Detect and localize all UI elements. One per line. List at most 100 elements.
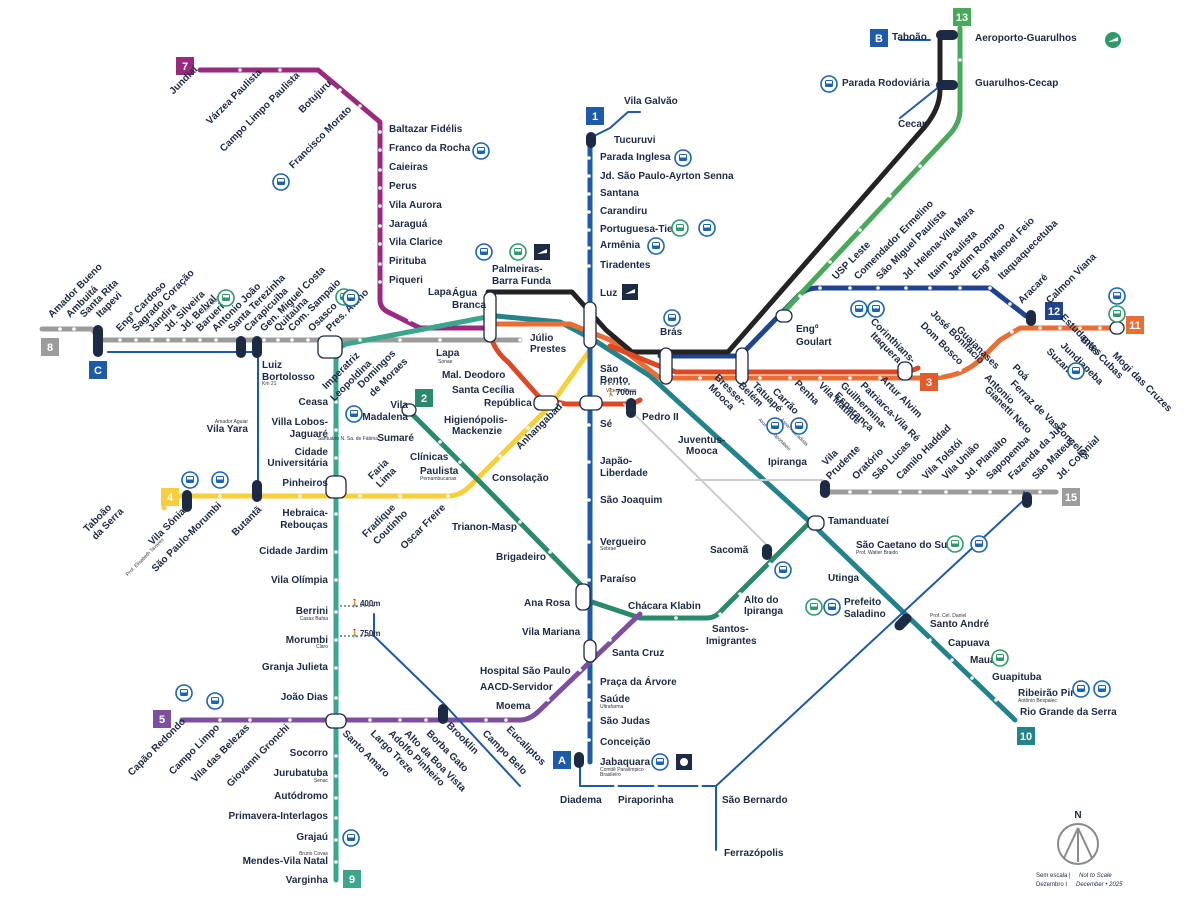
station-label: Higienópolis- — [444, 415, 507, 426]
station-label: Lapa — [436, 348, 460, 359]
bus-icon — [342, 829, 360, 847]
station-label: Paraíso — [600, 574, 636, 585]
bus-icon — [345, 405, 363, 423]
station-label: Trianon-Masp — [452, 522, 517, 533]
bus-icon — [475, 243, 493, 261]
station-label: Perus — [389, 181, 417, 192]
station-label: Taboão — [892, 32, 927, 43]
station-label: Cidade Jardim — [259, 546, 328, 557]
station-label: Guapituba — [992, 672, 1042, 683]
line-badge-9: 9 — [343, 870, 361, 888]
transfer-markers — [93, 30, 1036, 768]
station-label: Tucuruvi — [614, 135, 656, 146]
station-label: Primavera-Interlagos — [229, 811, 329, 822]
station-sublabel: Amador Aguiar — [215, 419, 248, 425]
station-sublabel: Sonae — [438, 359, 453, 365]
bus-icon — [272, 173, 290, 191]
station-label: Rio Grande da Serra — [1020, 707, 1117, 718]
scale-note-en: Not to Scale — [1079, 873, 1112, 879]
station-label: Cecap — [898, 119, 928, 130]
bus-icon — [651, 753, 669, 771]
line-grey-link — [623, 403, 823, 551]
station-label: Piraporinha — [618, 795, 674, 806]
bus-icon — [766, 417, 784, 435]
station-label: Júlio — [530, 333, 553, 344]
station-label: Tiradentes — [600, 260, 651, 271]
station-label: Chácara Klabin — [628, 601, 701, 612]
station-label: São Caetano do Sul — [856, 540, 950, 551]
bus-icon — [472, 142, 490, 160]
station-label: São Joaquim — [600, 495, 662, 506]
station-label: Aeroporto-Guarulhos — [975, 33, 1077, 44]
station-label: Granja Julieta — [262, 662, 329, 673]
north-label: N — [1074, 810, 1081, 821]
station-label: Ipiranga — [744, 606, 783, 617]
station-label: Calmon Viana — [1044, 251, 1099, 306]
interchange-capsules — [317, 291, 1125, 729]
date-note-en: December • 2025 — [1076, 882, 1123, 888]
station-label: Berrini — [296, 606, 328, 617]
station-label: Sé — [600, 419, 613, 430]
station-label: Socorro — [290, 748, 328, 759]
station-label: São Bernardo — [722, 795, 788, 806]
station-label: Parada Inglesa — [600, 152, 671, 163]
station-label: Universitária — [267, 458, 328, 469]
station-label: Campo Limpo Paulista — [218, 70, 302, 154]
station-label: Branca — [452, 300, 486, 311]
station-label: Penha — [792, 378, 821, 407]
line-2-path — [405, 407, 815, 621]
station-label: Piqueri — [389, 275, 423, 286]
station-label: Vergueiro — [600, 537, 646, 548]
station-label: Varginha — [286, 875, 329, 886]
station-label: Jurubatuba — [274, 768, 329, 779]
train-dark-icon — [622, 284, 638, 300]
station-label: Ana Rosa — [524, 598, 571, 609]
station-label: Grajaú — [296, 832, 328, 843]
bus-icon — [342, 289, 360, 307]
station-label: Sumaré — [377, 433, 414, 444]
bus-icon — [1093, 680, 1111, 698]
station-label: Goulart — [796, 337, 832, 348]
station-label: Franco da Rocha — [389, 143, 471, 154]
bus-icon — [970, 535, 988, 553]
station-label: Prefeito — [844, 597, 881, 608]
station-label: Praça da Árvore — [600, 675, 677, 688]
station-label: Santo André — [930, 619, 990, 630]
station-label: Autódromo — [274, 791, 328, 802]
station-label: Vila Aurora — [389, 200, 442, 211]
station-dots — [58, 58, 1102, 864]
line-badge-10: 10 — [1017, 727, 1035, 745]
station-label: Saúde — [600, 694, 630, 705]
station-label: Mauá — [970, 655, 996, 666]
bus-icon — [790, 417, 808, 435]
station-sublabel: Santuário N. Sa. de Fátima — [318, 436, 379, 442]
station-label: São Judas — [600, 716, 650, 727]
station-label: Tamanduateí — [828, 516, 890, 527]
station-sublabel: Prof. Walter Braido — [856, 550, 898, 556]
train-icon — [1108, 305, 1126, 323]
station-label: Oscar Freire — [399, 502, 449, 552]
line-badge-7: 7 — [176, 57, 194, 75]
station-label: Brás — [660, 327, 683, 338]
line-badge-text: 9 — [349, 874, 355, 886]
bus-icon — [774, 561, 792, 579]
line-badge-3: 3 — [920, 373, 938, 391]
walk-distance: 🚶400m — [350, 598, 380, 608]
station-sublabel: Brasileiro — [600, 772, 621, 778]
line-7-path — [197, 67, 489, 331]
line-badge-text: 1 — [592, 111, 598, 123]
bus-icon — [211, 471, 229, 489]
station-sublabel: Senac — [314, 778, 329, 784]
line-13-path — [777, 25, 963, 319]
station-label: Villa Lobos- — [272, 417, 329, 428]
line-badge-text: 8 — [47, 342, 53, 354]
walk-distance: 🚶750m — [350, 628, 380, 638]
plane-c-icon — [1105, 32, 1121, 48]
line-badge-text: 15 — [1065, 492, 1077, 504]
station-label: Prestes — [530, 344, 567, 355]
station-label: Ceasa — [299, 397, 329, 408]
line-badge-4: 4 — [161, 488, 179, 506]
station-label: Brigadeiro — [496, 552, 546, 563]
station-label: Rebouças — [280, 520, 328, 531]
